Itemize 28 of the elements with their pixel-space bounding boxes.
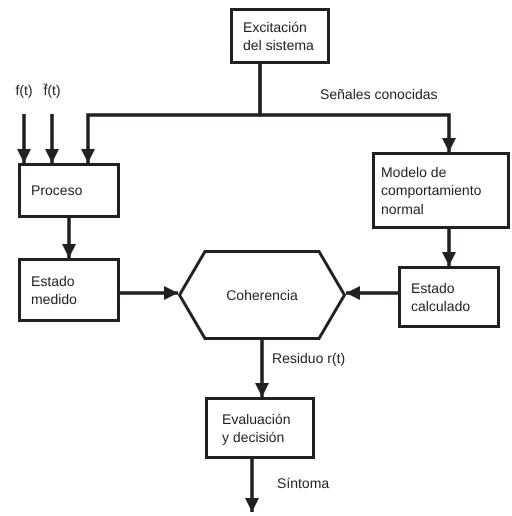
node-label: Estado calculado	[411, 278, 472, 316]
process-box	[205, 397, 315, 459]
arrow	[120, 286, 178, 300]
process-box	[18, 163, 120, 218]
node-label: Coherencia	[226, 286, 298, 304]
node-label: Modelo de comportamiento normal	[381, 163, 482, 218]
arrow	[346, 286, 398, 300]
node-label: Proceso	[31, 181, 84, 200]
edge-label: Residuo r(t)	[270, 350, 348, 366]
process-box	[398, 266, 500, 328]
hexagon	[178, 250, 346, 340]
node-label: Excitación del sistema	[243, 18, 315, 54]
arrow	[442, 229, 456, 266]
edge-label: Señales conocidas	[318, 86, 440, 102]
process-box	[18, 258, 120, 322]
signal-label: f(t)	[10, 80, 38, 100]
arrow	[45, 114, 59, 163]
arrow	[258, 64, 456, 152]
edge-label: Síntoma	[275, 475, 332, 491]
node-label: Estado medido	[31, 272, 78, 308]
signal-label: f̄(t)	[38, 80, 66, 100]
process-box	[372, 152, 510, 229]
process-box	[230, 8, 330, 64]
arrow	[17, 114, 31, 163]
arrow	[245, 459, 259, 512]
arrow	[255, 340, 269, 397]
node-label: Evaluación y decisión	[222, 410, 292, 446]
arrow	[62, 218, 76, 258]
